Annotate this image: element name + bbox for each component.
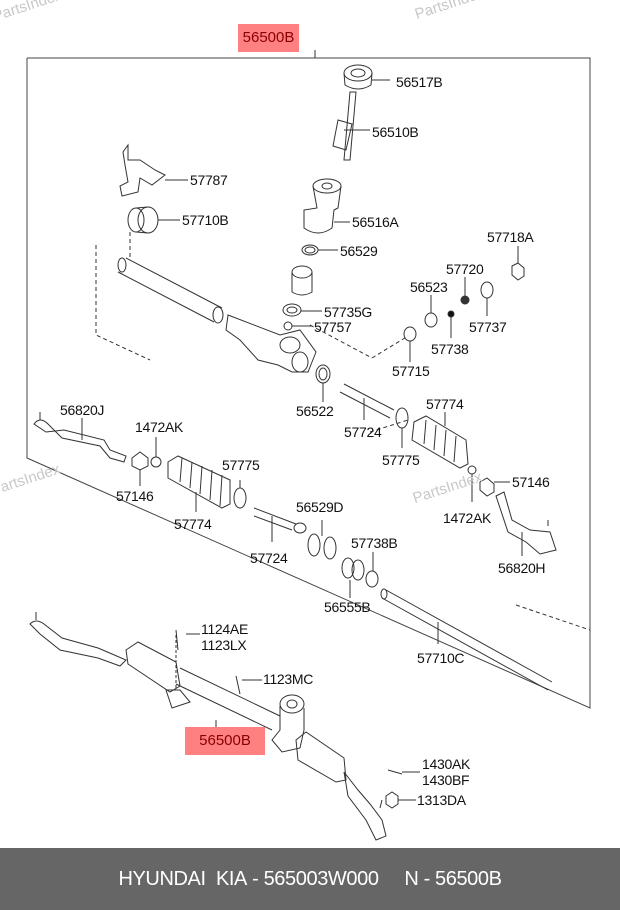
part-57710C-icon [380,588,553,691]
part-label-1123MC[interactable]: 1123MC [263,671,314,687]
part-56820H-icon [495,491,557,556]
part-label-1472AK-right[interactable]: 1472AK [443,510,492,526]
part-1472AK-right-icon [467,465,477,502]
part-label-57775-right[interactable]: 57775 [382,452,420,468]
part-label-57724-right[interactable]: 57724 [344,424,382,440]
part-label-57710B[interactable]: 57710B [182,212,229,228]
part-56529-icon [301,244,338,256]
part-gear-housing-icon [225,314,317,373]
part-label-57146-right[interactable]: 57146 [512,474,550,490]
part-57720-icon [460,277,470,305]
part-57738-icon [447,310,455,338]
part-label-56529[interactable]: 56529 [340,243,378,259]
footer-brand: HYUNDAI KIA [118,867,247,890]
part-label-1313DA[interactable]: 1313DA [417,792,466,808]
part-57738B-icon [365,552,379,588]
part-57735G-icon [282,303,322,317]
part-housing-tube-icon [117,257,224,324]
part-57775-left-icon [233,480,247,509]
part-56510B-icon [332,91,370,161]
part-57146-left-icon [131,451,149,486]
part-bushing-icon [291,265,313,296]
part-1472AK-left-icon [150,437,162,468]
part-label-57738B[interactable]: 57738B [351,535,398,551]
dashed-line-left [95,245,151,361]
part-56529D-icon [307,520,337,560]
part-56523-icon [424,295,438,328]
footer-separator: - [247,867,264,890]
part-57774-left-icon [167,455,231,512]
assembled-rack-icon [29,612,420,841]
part-57146-right-icon [479,477,510,497]
part-57724-left-icon [253,507,307,542]
part-label-57757[interactable]: 57757 [314,319,352,335]
part-label-56523[interactable]: 56523 [410,279,448,295]
part-label-57737[interactable]: 57737 [469,319,507,335]
footer-position-prefix: N [404,867,419,890]
diagram-drawing [26,50,591,841]
footer-part-number: 565003W000 [263,867,379,890]
footer-separator: - [418,867,435,890]
part-label-56517B[interactable]: 56517B [396,74,443,90]
part-label-57718A[interactable]: 57718A [487,229,534,245]
part-57775-right-icon [395,407,409,448]
assembly-frame [26,57,591,709]
part-info-footer: HYUNDAI KIA - 565003W000 N - 56500B [0,848,620,910]
assembly-label-bottom[interactable]: 56500B [185,727,265,755]
part-56820J-icon [33,412,127,463]
part-57757-icon [283,321,312,331]
part-label-57720[interactable]: 57720 [446,261,484,277]
part-56522-icon [315,364,331,402]
part-label-57715[interactable]: 57715 [392,363,430,379]
part-57718A-icon [511,246,525,281]
part-label-1430BF[interactable]: 1430BF [422,772,470,788]
part-label-57738[interactable]: 57738 [431,341,469,357]
part-label-57775-left[interactable]: 57775 [222,457,260,473]
footer-gap [379,868,405,891]
part-label-57146-left[interactable]: 57146 [116,488,154,504]
part-label-1123LX[interactable]: 1123LX [201,637,247,653]
part-label-56510B[interactable]: 56510B [372,124,419,140]
part-57710B-icon [127,206,180,234]
part-57724-right-icon [339,383,395,420]
part-label-1472AK-left[interactable]: 1472AK [135,419,184,435]
part-57774-right-icon [411,412,469,469]
part-57715-icon [403,326,417,362]
part-label-57710C[interactable]: 57710C [417,650,465,666]
part-label-57787[interactable]: 57787 [190,172,228,188]
part-56555B-icon [341,557,365,598]
part-label-57735G[interactable]: 57735G [324,304,373,320]
part-label-1430AK[interactable]: 1430AK [422,756,471,772]
part-label-56529D[interactable]: 56529D [296,499,344,515]
part-label-56555B[interactable]: 56555B [324,599,371,615]
parts-diagram: PartsIndex PartsIndex PartsIndex PartsIn… [0,0,591,841]
part-label-57774-right[interactable]: 57774 [426,396,464,412]
part-label-56820J[interactable]: 56820J [60,402,105,418]
footer-position: 56500B [435,867,502,890]
part-label-57724-left[interactable]: 57724 [250,550,288,566]
part-label-56522[interactable]: 56522 [296,403,334,419]
part-57737-icon [480,281,494,316]
part-label-57774-left[interactable]: 57774 [174,516,212,532]
part-label-56516A[interactable]: 56516A [352,214,399,230]
assembly-label-top[interactable]: 56500B [238,24,299,52]
part-57787-icon [119,143,188,197]
part-label-1124AE[interactable]: 1124AE [201,621,248,637]
part-56516A-icon [303,178,350,234]
part-label-56820H[interactable]: 56820H [498,560,546,576]
part-56517B-icon [343,64,390,90]
